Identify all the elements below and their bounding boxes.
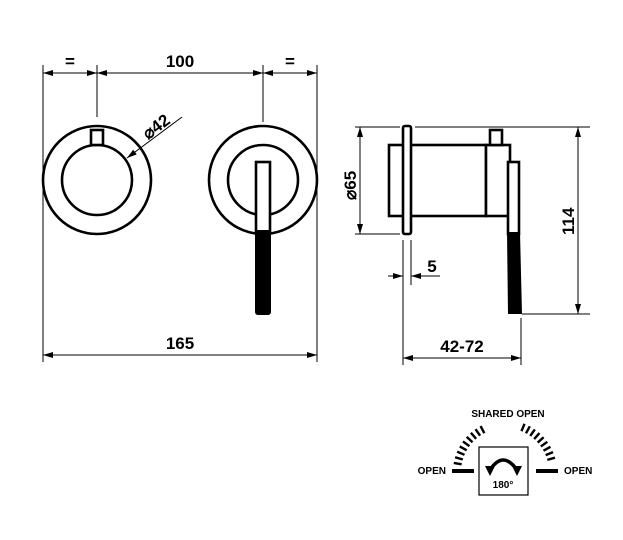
label-shared-open: SHARED OPEN: [471, 409, 544, 420]
dim-center-distance: 100: [166, 52, 194, 71]
tick-mark: [546, 456, 556, 462]
label-open-left: OPEN: [418, 466, 446, 477]
rotation-legend: SHARED OPEN OPEN OPEN 180°: [418, 409, 592, 496]
tick-mark: [469, 431, 478, 440]
arrowheads-icon: [485, 466, 522, 476]
knob-indicator: [89, 128, 105, 147]
dim-equal-left: =: [65, 52, 75, 71]
rotation-angle: 180°: [493, 480, 514, 491]
dim-diameter-42: ⌀42: [139, 110, 174, 143]
open-bar-left: [452, 469, 474, 473]
tick-mark: [533, 432, 541, 440]
dim-height-114: 114: [559, 207, 578, 235]
tick-mark: [459, 445, 468, 452]
diameter-leader: [126, 116, 183, 159]
tick-mark: [479, 425, 486, 434]
tick-mark: [545, 450, 554, 457]
label-open-right: OPEN: [564, 466, 592, 477]
dim-total-width: 165: [166, 334, 194, 353]
tick-mark: [529, 428, 536, 437]
tick-mark: [456, 450, 465, 456]
tick-mark: [540, 440, 549, 448]
knob-left: [60, 143, 134, 217]
dim-diameter-65: ⌀65: [341, 171, 360, 200]
tick-mark: [462, 440, 471, 448]
open-bar-right: [536, 469, 558, 473]
lever-upper: [254, 160, 272, 234]
dim-equal-right: =: [285, 52, 295, 71]
tick-mark: [542, 445, 552, 452]
lever-grip: [255, 230, 271, 315]
side-view: ⌀65 114 5 42-72: [341, 124, 590, 365]
dim-flange-5: 5: [427, 257, 436, 276]
tick-mark: [474, 428, 482, 437]
cap-indicator: [488, 128, 504, 147]
dim-depth: 42-72: [440, 337, 483, 356]
tick-mark: [536, 436, 545, 444]
rotation-box: [478, 446, 529, 496]
lever-side-grip: [507, 232, 522, 314]
handle-cap: [484, 143, 512, 218]
wall-flange: [401, 124, 413, 236]
tick-mark: [520, 423, 526, 432]
front-view: = 100 = ⌀42 165: [41, 52, 319, 362]
tick-mark: [454, 456, 464, 461]
tick-mark: [453, 461, 462, 466]
lever-side-upper: [506, 160, 521, 236]
shared-open-ticks: [453, 423, 556, 466]
tick-mark: [524, 425, 531, 434]
tick-mark: [465, 435, 474, 444]
